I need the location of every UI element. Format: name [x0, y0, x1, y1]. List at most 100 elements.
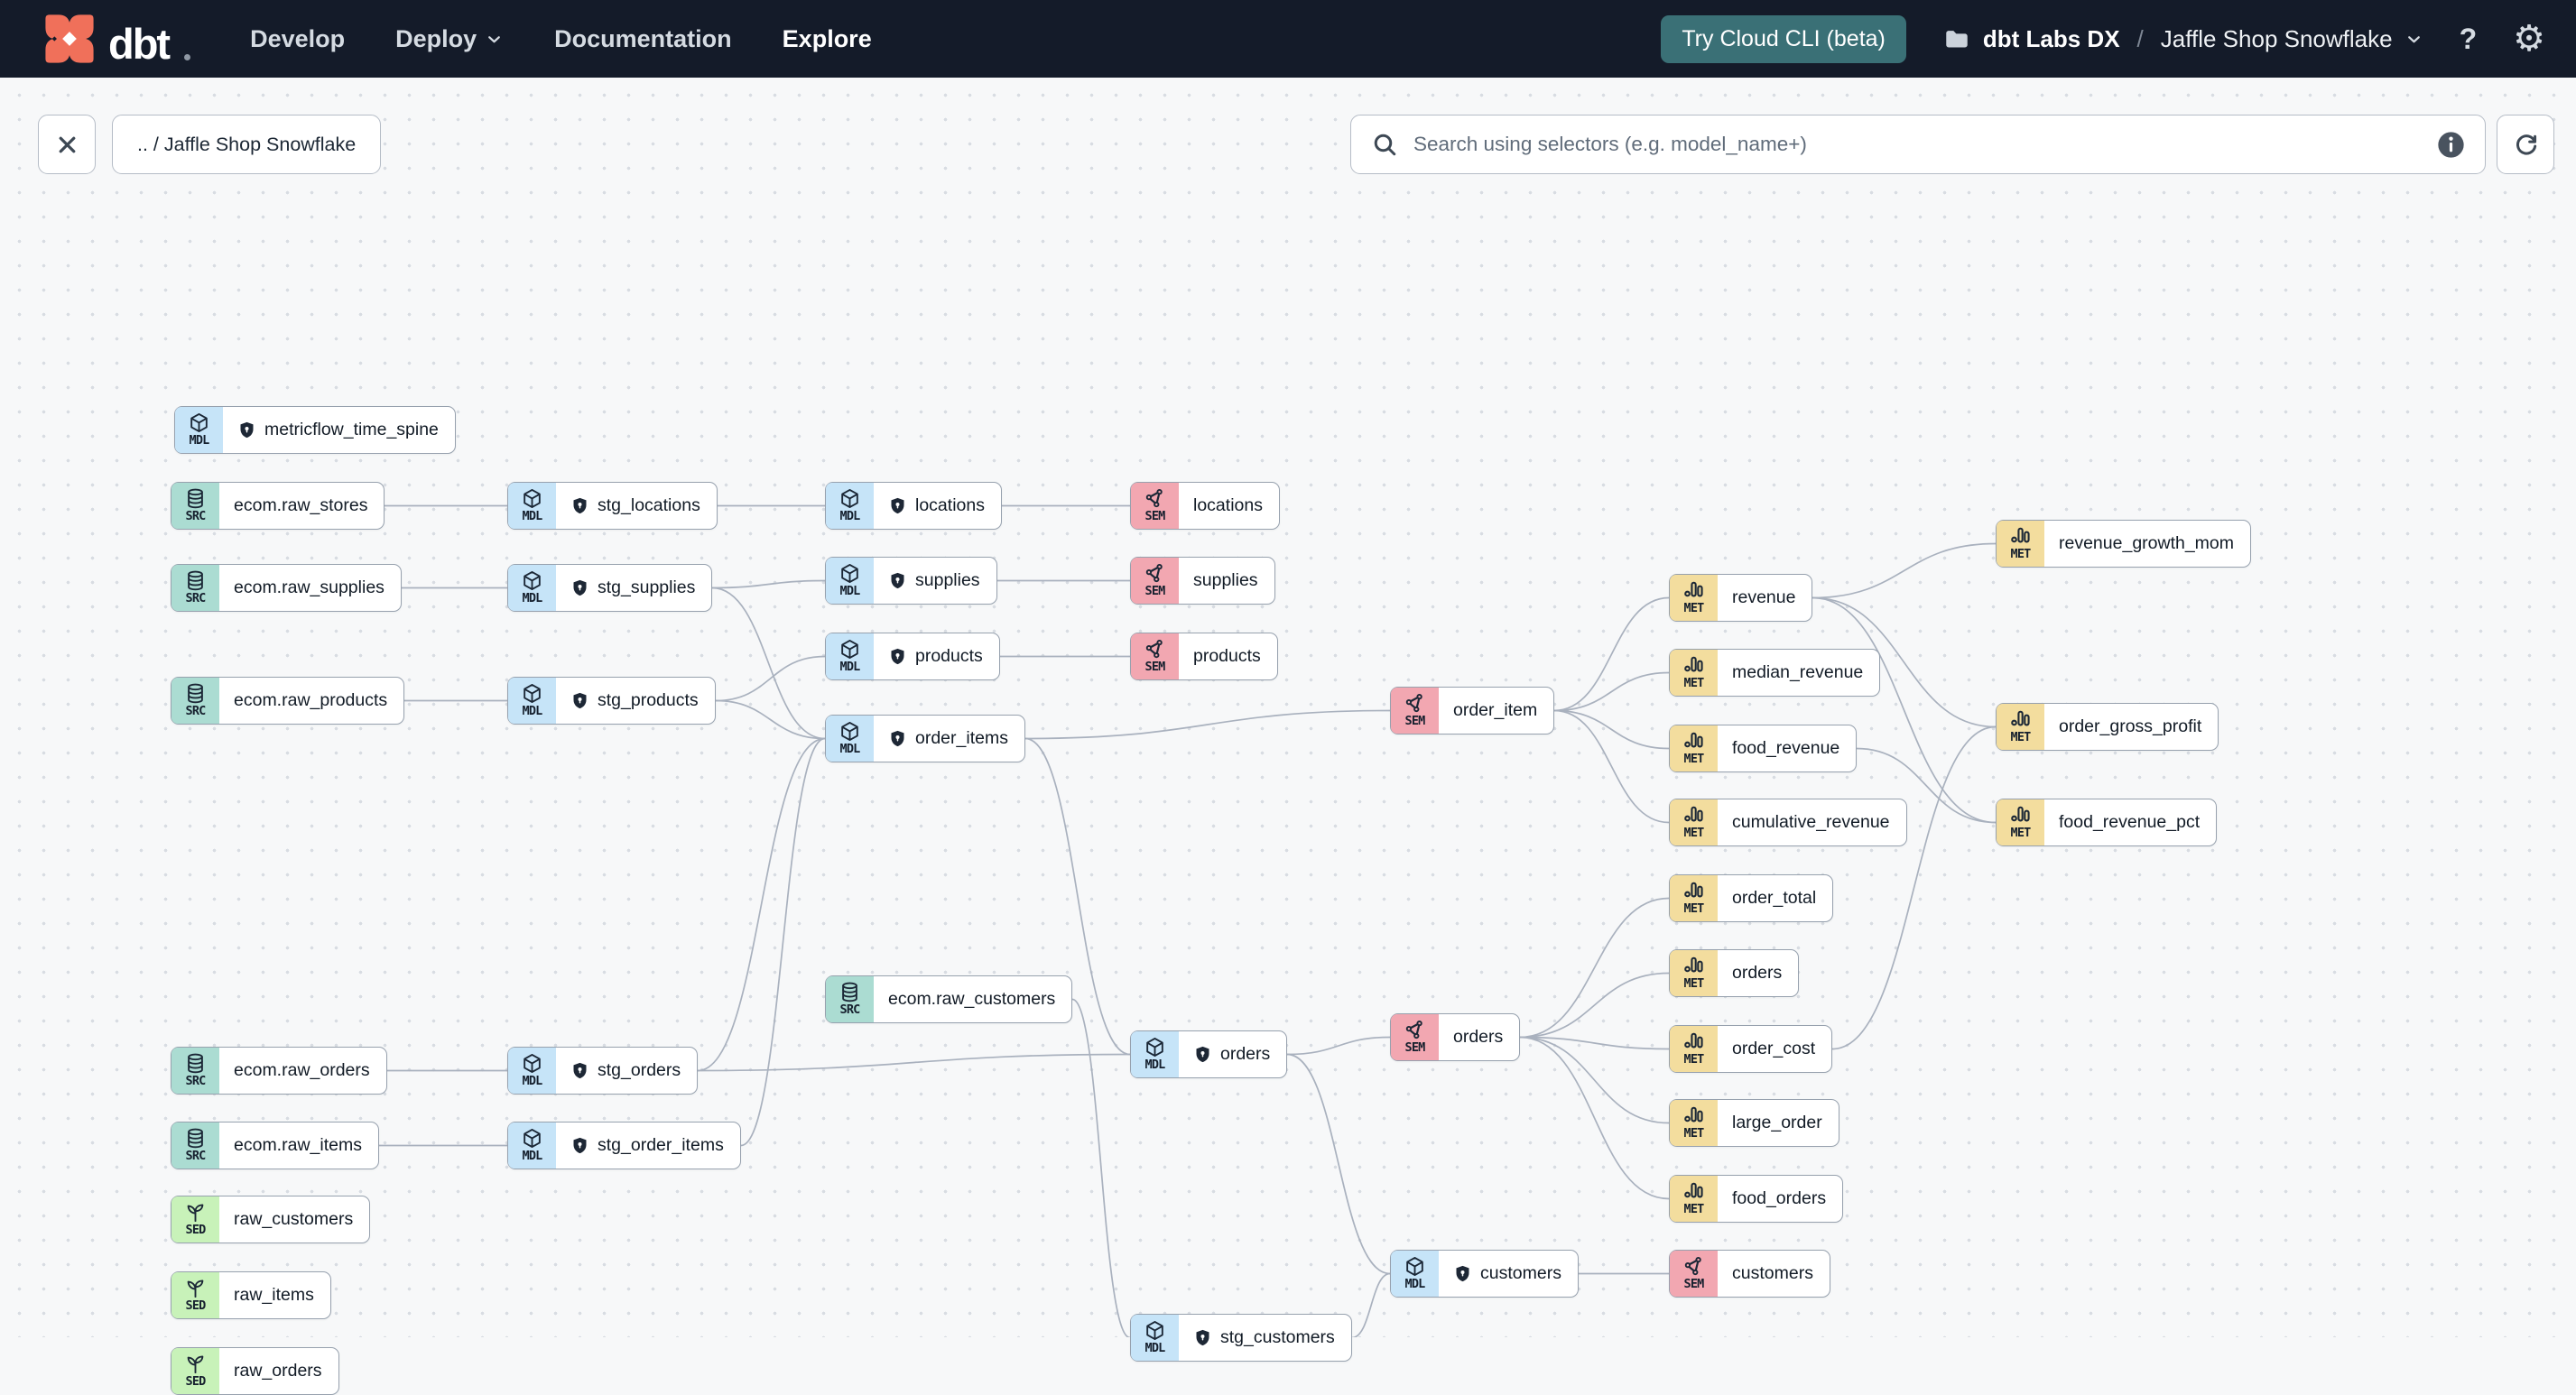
node-type-tag: SED [185, 1374, 207, 1390]
node-label: revenue [1732, 587, 1796, 607]
node-revenue_met[interactable]: MET revenue [1669, 574, 1813, 622]
node-food_revenue_pct_met[interactable]: MET food_revenue_pct [1996, 799, 2218, 846]
edge-stg_supplies--order_items_model [711, 587, 826, 740]
node-orders_model[interactable]: MDL orders [1130, 1030, 1288, 1078]
shield-icon [1193, 1328, 1212, 1347]
node-type-tag: MET [1683, 1202, 1705, 1217]
node-label: orders [1453, 1027, 1504, 1047]
node-products_model[interactable]: MDL products [825, 633, 1000, 680]
node-type-tag: MET [1683, 601, 1705, 616]
node-large_order_met[interactable]: MET large_order [1669, 1099, 1839, 1147]
account-name: dbt Labs DX [1982, 24, 2120, 52]
node-type-tag: MET [2010, 826, 2032, 841]
node-stg_products[interactable]: MDL stg_products [507, 677, 716, 725]
node-locations_model[interactable]: MDL locations [825, 482, 1002, 530]
node-ecom_raw_orders[interactable]: SRC ecom.raw_orders [171, 1047, 387, 1095]
breadcrumb-separator: / [2136, 24, 2144, 52]
node-type-tag: MDL [522, 1149, 543, 1164]
edge-order_item_sem--median_revenue_met [1553, 671, 1670, 712]
node-stg_locations[interactable]: MDL stg_locations [507, 482, 718, 530]
search-input[interactable] [1412, 132, 2422, 157]
shield-icon [888, 496, 907, 515]
try-cloud-cli-button[interactable]: Try Cloud CLI (beta) [1661, 14, 1906, 63]
shield-icon [570, 1136, 589, 1155]
node-type-icon [1144, 1319, 1166, 1342]
shield-icon [570, 1061, 589, 1080]
node-label: stg_orders [598, 1060, 681, 1080]
node-type-badge: MET [1670, 1100, 1718, 1146]
node-food_orders_met[interactable]: MET food_orders [1669, 1175, 1844, 1223]
node-order_gross_profit_met[interactable]: MET order_gross_profit [1996, 703, 2219, 751]
node-order_cost_met[interactable]: MET order_cost [1669, 1025, 1833, 1073]
lineage-canvas[interactable]: MDL metricflow_time_spine SRC ecom.raw_s… [0, 78, 2576, 1395]
node-type-icon [1682, 1030, 1705, 1053]
node-ecom_raw_items[interactable]: SRC ecom.raw_items [171, 1122, 379, 1169]
node-label: ecom.raw_orders [234, 1060, 370, 1080]
main-nav: Develop Deploy Documentation Explore [250, 25, 872, 53]
node-stg_order_items[interactable]: MDL stg_order_items [507, 1122, 741, 1169]
node-raw_orders_seed[interactable]: SED raw_orders [171, 1347, 339, 1395]
node-ecom_raw_supplies[interactable]: SRC ecom.raw_supplies [171, 564, 402, 612]
node-label: ecom.raw_supplies [234, 577, 385, 597]
info-icon[interactable] [2435, 129, 2467, 161]
folder-icon [1946, 31, 1968, 48]
node-type-badge: MET [1997, 704, 2044, 750]
node-type-icon [839, 487, 861, 510]
node-orders_sem[interactable]: SEM orders [1390, 1013, 1521, 1061]
node-stg_orders[interactable]: MDL stg_orders [507, 1047, 699, 1095]
node-supplies_sem[interactable]: SEM supplies [1130, 557, 1275, 605]
refresh-icon [2516, 134, 2536, 155]
node-cumulative_revenue_met[interactable]: MET cumulative_revenue [1669, 799, 1907, 846]
nav-develop[interactable]: Develop [250, 24, 346, 52]
node-ecom_raw_customers[interactable]: SRC ecom.raw_customers [825, 975, 1073, 1023]
node-metricflow_time_spine[interactable]: MDL metricflow_time_spine [174, 406, 456, 454]
node-type-tag: SEM [1404, 714, 1426, 729]
node-type-tag: SEM [1404, 1040, 1426, 1056]
node-supplies_model[interactable]: MDL supplies [825, 557, 997, 605]
nav-deploy[interactable]: Deploy [395, 25, 504, 53]
node-customers_sem[interactable]: SEM customers [1669, 1250, 1830, 1298]
lineage-breadcrumb[interactable]: .. / Jaffle Shop Snowflake [112, 115, 382, 174]
node-locations_sem[interactable]: SEM locations [1130, 482, 1280, 530]
node-type-icon [188, 411, 210, 434]
edge-ecom_raw_customers--stg_customers [1071, 998, 1131, 1337]
node-orders_met[interactable]: MET orders [1669, 949, 1800, 997]
node-raw_customers_seed[interactable]: SED raw_customers [171, 1196, 371, 1243]
node-type-badge: MET [1670, 650, 1718, 696]
node-type-icon [1682, 804, 1705, 827]
node-stg_customers[interactable]: MDL stg_customers [1130, 1314, 1352, 1362]
node-ecom_raw_stores[interactable]: SRC ecom.raw_stores [171, 482, 385, 530]
node-order_items_model[interactable]: MDL order_items [825, 715, 1025, 762]
account-project-breadcrumb[interactable]: dbt Labs DX / Jaffle Shop Snowflake [1942, 24, 2423, 53]
node-ecom_raw_products[interactable]: SRC ecom.raw_products [171, 677, 405, 725]
node-customers_model[interactable]: MDL customers [1390, 1250, 1579, 1298]
node-median_revenue_met[interactable]: MET median_revenue [1669, 649, 1881, 697]
node-type-badge: MDL [508, 565, 556, 611]
node-label: products [915, 646, 983, 666]
node-food_revenue_met[interactable]: MET food_revenue [1669, 725, 1858, 772]
node-label: stg_supplies [598, 577, 696, 597]
refresh-button[interactable] [2497, 115, 2554, 174]
help-icon[interactable]: ? [2459, 22, 2478, 55]
node-order_total_met[interactable]: MET order_total [1669, 874, 1834, 922]
node-type-badge: MDL [826, 483, 874, 529]
node-label: stg_order_items [598, 1135, 724, 1155]
node-type-icon [184, 1277, 207, 1299]
nav-documentation[interactable]: Documentation [554, 24, 732, 52]
node-order_item_sem[interactable]: SEM order_item [1390, 687, 1555, 734]
node-type-tag: MDL [1144, 1341, 1166, 1356]
lineage-node-layer: MDL metricflow_time_spine SRC ecom.raw_s… [0, 78, 2576, 1395]
dbt-logo[interactable]: dbt [43, 13, 191, 65]
gear-icon[interactable]: ⚙ [2513, 19, 2545, 59]
node-type-tag: SRC [185, 1149, 207, 1164]
node-revenue_growth_mom_met[interactable]: MET revenue_growth_mom [1996, 520, 2252, 568]
node-products_sem[interactable]: SEM products [1130, 633, 1278, 680]
node-label: stg_locations [598, 495, 700, 515]
node-type-icon [2009, 525, 2032, 548]
nav-explore[interactable]: Explore [782, 24, 872, 52]
node-type-icon [1144, 638, 1166, 661]
node-raw_items_seed[interactable]: SED raw_items [171, 1271, 331, 1319]
edge-revenue_met--order_gross_profit_met [1812, 596, 1997, 728]
node-stg_supplies[interactable]: MDL stg_supplies [507, 564, 713, 612]
close-lineage-button[interactable] [38, 115, 96, 174]
